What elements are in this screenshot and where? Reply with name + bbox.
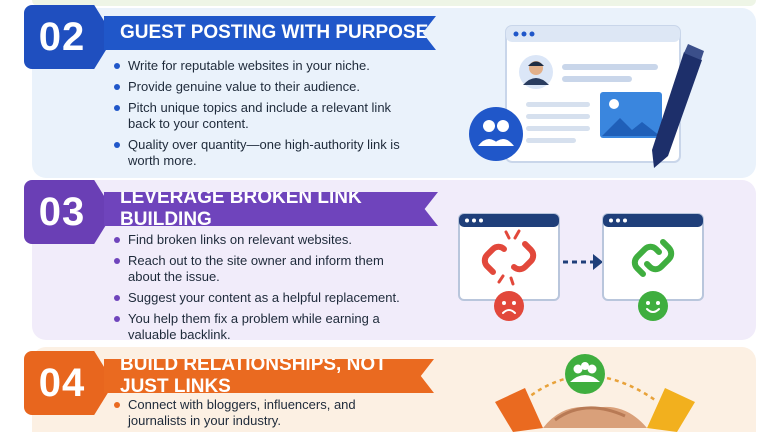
avatar-icon [519,55,553,89]
bullet-item: Quality over quantity—one high-authority… [112,137,412,169]
previous-section-edge [32,0,756,6]
happy-face-icon [638,291,668,321]
bullet-list: Connect with bloggers, influencers, and … [112,397,412,432]
section-title: BUILD RELATIONSHIPS, NOT JUST LINKS [104,359,434,393]
bullet-item: Write for reputable websites in your nic… [112,58,412,74]
bullet-item: Pitch unique topics and include a releva… [112,100,412,132]
image-icon [600,92,662,138]
link-icon [631,239,675,277]
section-number-badge: 03 [24,180,114,244]
bullet-item: Connect with bloggers, influencers, and … [112,397,412,429]
browser-window-icon [602,213,704,301]
bullet-item: Provide genuine value to their audience. [112,79,412,95]
handshake-icon [495,388,695,432]
relationships-illustration [495,354,695,432]
section-title: LEVERAGE BROKEN LINK BUILDING [104,192,438,226]
users-group-icon [565,354,605,394]
bullet-item: Suggest your content as a helpful replac… [112,290,412,306]
pen-icon [652,44,704,168]
bullet-item: Reach out to the site owner and inform t… [112,253,412,285]
broken-link-illustration [458,213,704,321]
bullet-item: Find broken links on relevant websites. [112,232,412,248]
bullet-list: Find broken links on relevant websites. … [112,232,412,348]
sad-face-icon [494,291,524,321]
section-number-badge: 02 [24,5,114,69]
guest-post-illustration [469,25,704,168]
section-number-badge: 04 [24,351,114,415]
broken-link-icon [481,229,537,286]
users-group-icon [469,107,523,161]
bullet-item: You help them fix a problem while earnin… [112,311,412,343]
section-title: GUEST POSTING WITH PURPOSE [104,16,436,50]
bullet-list: Write for reputable websites in your nic… [112,58,412,174]
arrow-right-icon [563,254,603,270]
browser-window-icon [458,213,560,301]
